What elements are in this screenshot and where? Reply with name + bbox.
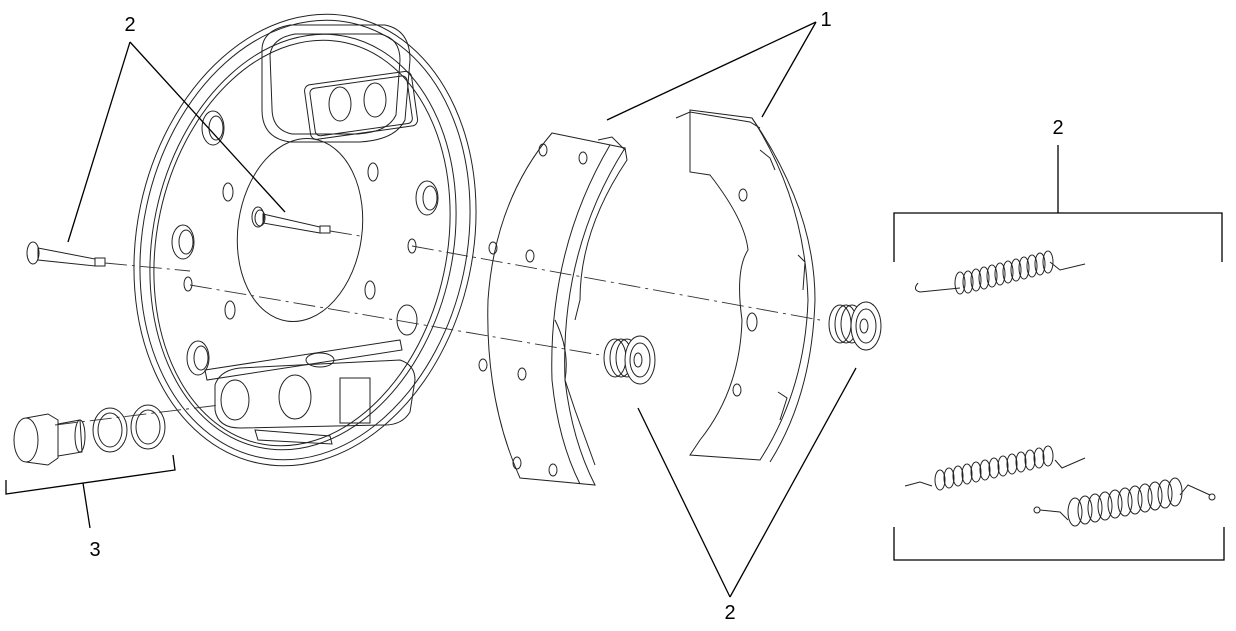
callout-label-2-cups: 2 [724,602,736,624]
bracket-group-springs-top [893,212,1223,262]
backing-plate [133,13,477,467]
callout-label-2-pins: 2 [124,14,136,36]
adjuster-screw [13,413,86,466]
hold-down-spring-cup-1 [603,335,656,385]
hold-down-pin-left [26,241,106,267]
axis-line [329,230,361,237]
brake-shoe-trailing [675,109,816,463]
axis-line [189,284,601,356]
axis-line [411,245,821,321]
washer-1 [92,407,128,453]
return-spring-1 [914,250,1086,295]
leader-lines [67,21,857,598]
callout-label-2-springs: 2 [1052,117,1064,139]
brake-shoe-leading [478,132,628,486]
bracket-group-3 [5,454,176,495]
hold-down-spring-cup-2 [828,301,882,351]
washer-2 [130,404,166,450]
hold-down-pin-center [254,209,331,234]
bracket-group-springs-bottom [893,527,1225,561]
callout-label-1: 1 [820,9,832,31]
axis-line [104,262,191,272]
return-spring-2 [904,445,1086,491]
callout-label-3: 3 [89,539,101,561]
return-spring-3 [1033,477,1216,527]
